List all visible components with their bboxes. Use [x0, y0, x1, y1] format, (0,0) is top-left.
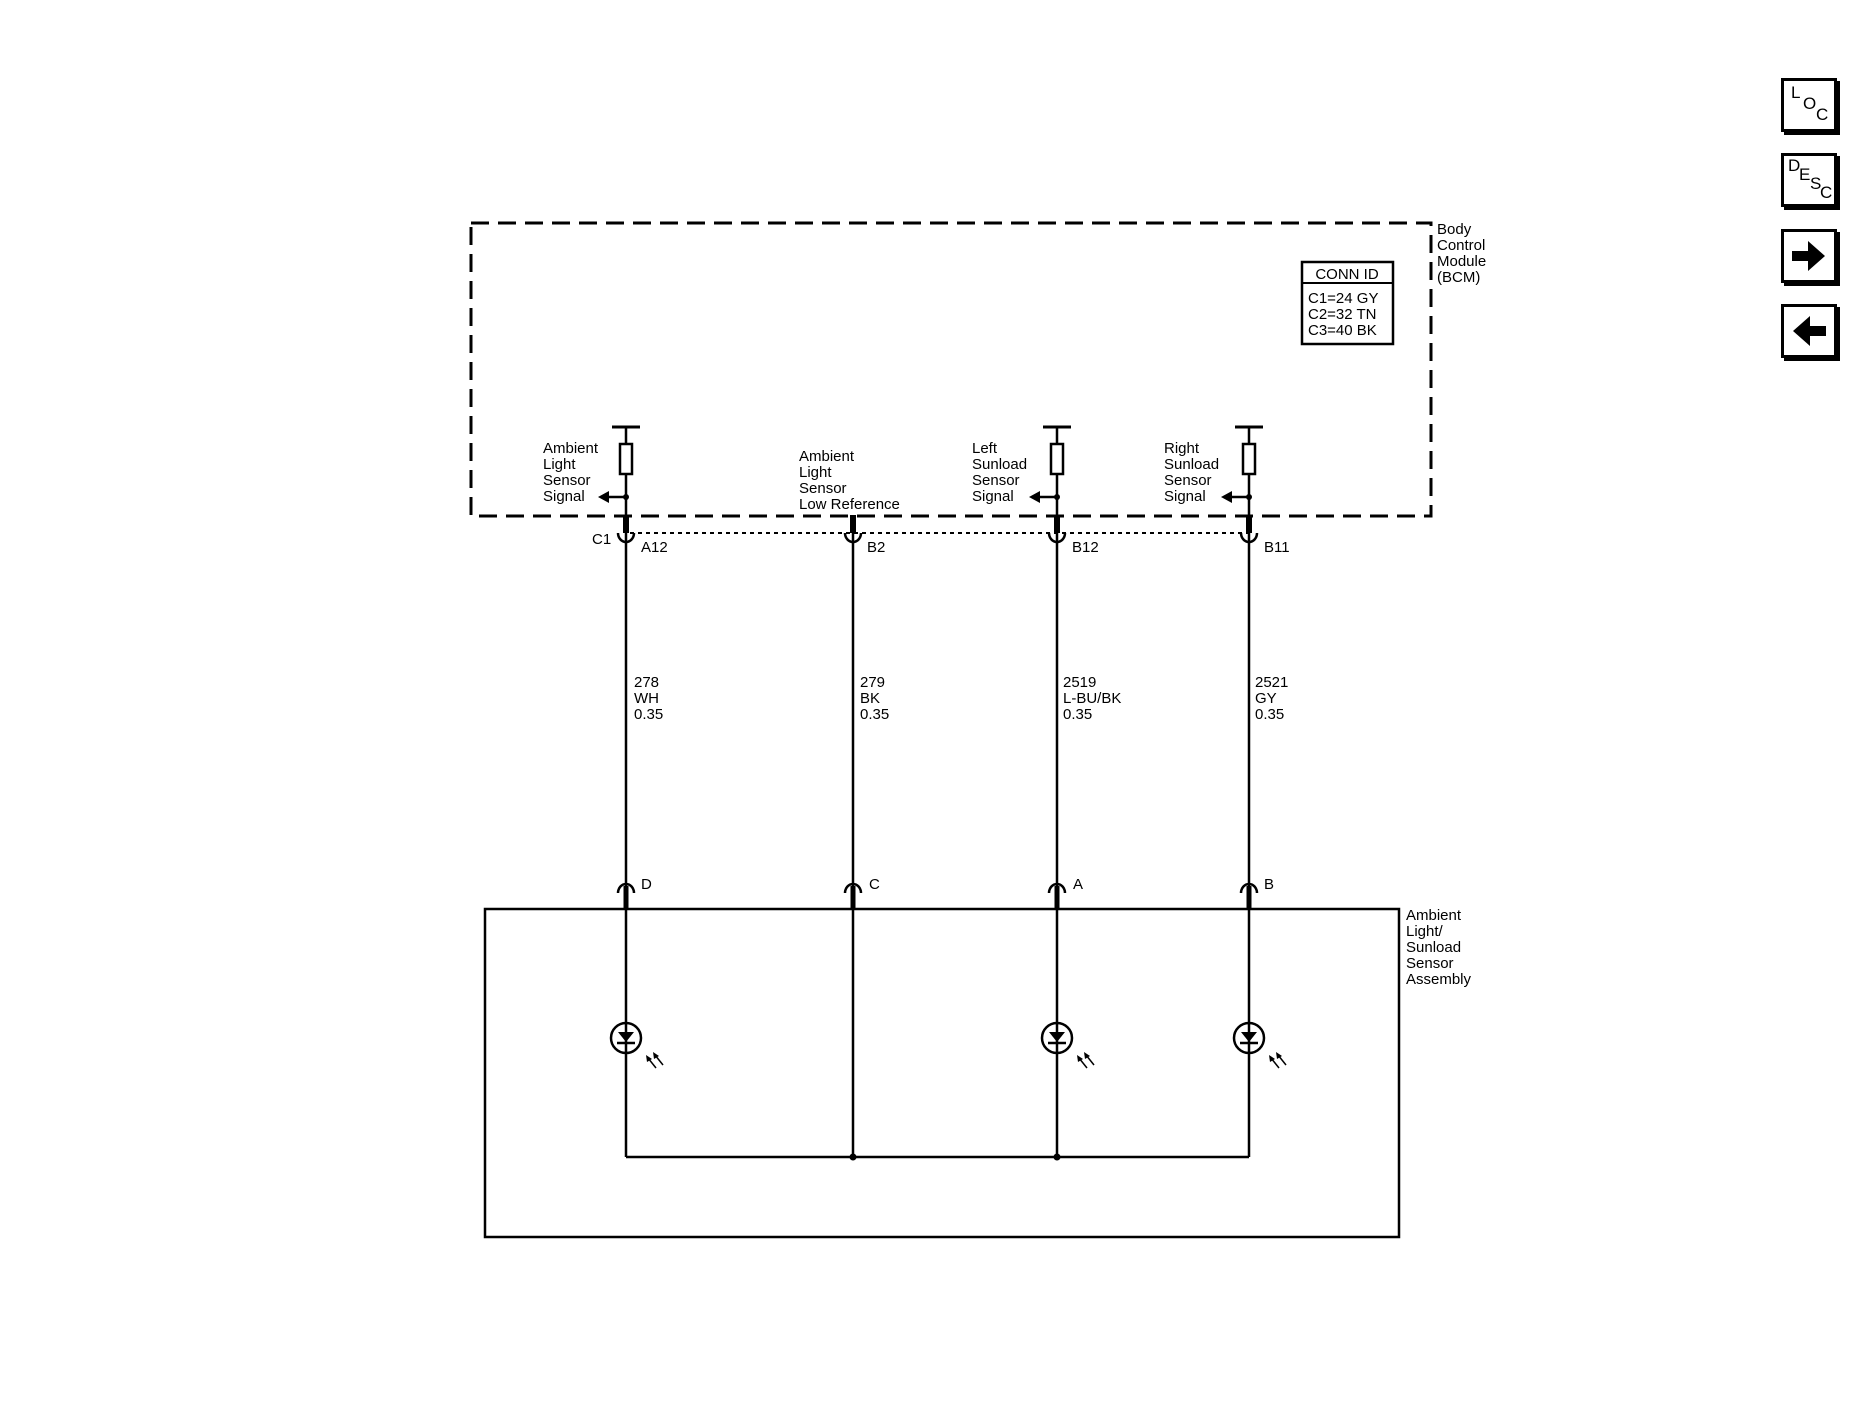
connector-label: C1 — [592, 531, 611, 548]
conn-id-title: CONN ID — [1315, 266, 1379, 283]
arrow-right-icon — [1792, 241, 1825, 271]
bcm-label: Ambient Light Sensor Low Reference — [799, 448, 900, 513]
circuit-4: Right Sunload Sensor Signal B11 2521 GY … — [1164, 440, 1293, 893]
signal-arrow-head — [1029, 491, 1040, 503]
resistor — [1241, 442, 1257, 476]
sensor-assembly-name: Ambient Light/ Sunload Sensor Assembly — [1406, 907, 1472, 988]
loc-button[interactable]: L O C — [1781, 78, 1837, 132]
signal-arrow-head — [598, 491, 609, 503]
photodiode-triangle — [1049, 1032, 1065, 1042]
loc-letter: O — [1803, 94, 1817, 113]
desc-letter: C — [1820, 183, 1833, 202]
light-arrow-head — [653, 1052, 659, 1059]
connector-terminal — [1239, 882, 1259, 894]
light-arrow-head — [1084, 1052, 1090, 1059]
photodiode-triangle — [1241, 1032, 1257, 1042]
circuit-1: Ambient Light Sensor Signal A12 278 WH 0… — [543, 440, 668, 893]
bcm-label: Right Sunload Sensor Signal — [1164, 440, 1223, 505]
forward-button[interactable] — [1781, 229, 1837, 283]
bcm-label: Ambient Light Sensor Signal — [543, 440, 602, 505]
desc-letter: E — [1799, 165, 1811, 184]
connector-terminal — [616, 532, 636, 544]
bcm-pin: B11 — [1264, 539, 1290, 556]
bcm-pin: B12 — [1072, 539, 1099, 556]
bcm-pin: B2 — [867, 539, 885, 556]
wire-label: 278 WH 0.35 — [634, 674, 663, 723]
arrow-left-icon — [1793, 316, 1826, 346]
resistor — [1049, 442, 1065, 476]
connector-terminal — [1239, 532, 1259, 544]
wire-geometry — [598, 425, 1287, 1161]
sensor-assembly-outline — [483, 907, 1401, 1239]
light-arrow-head — [1077, 1055, 1083, 1062]
resistor — [618, 442, 634, 476]
desc-letter: S — [1810, 174, 1822, 193]
connector-terminal — [843, 882, 863, 894]
wire-label: 279 BK 0.35 — [860, 674, 889, 723]
connector-terminal — [1047, 532, 1067, 544]
conn-id-box: CONN ID C1=24 GY C2=32 TN C3=40 BK — [1300, 260, 1395, 346]
sensor-pin: C — [869, 876, 880, 893]
back-button[interactable] — [1781, 304, 1837, 358]
circuit-2: Ambient Light Sensor Low Reference B2 27… — [799, 448, 900, 893]
photodiode-triangle — [618, 1032, 634, 1042]
sensor-pin: B — [1264, 876, 1274, 893]
desc-button[interactable]: D E S C — [1781, 153, 1837, 207]
sensor-pin: A — [1073, 876, 1083, 893]
signal-arrow-head — [1221, 491, 1232, 503]
light-arrow-head — [646, 1055, 652, 1062]
wire-label: 2519 L-BU/BK 0.35 — [1063, 674, 1126, 723]
connector-terminal — [616, 882, 636, 894]
conn-id-list: C1=24 GY C2=32 TN C3=40 BK — [1308, 290, 1382, 339]
loc-letter: L — [1791, 83, 1801, 102]
desc-letter: D — [1788, 156, 1801, 175]
circuit-3: Left Sunload Sensor Signal B12 2519 L-BU… — [972, 440, 1126, 893]
sensor-pin: D — [641, 876, 652, 893]
loc-letter: C — [1816, 105, 1829, 124]
connector-terminal — [843, 532, 863, 544]
light-arrow-head — [1269, 1055, 1275, 1062]
connector-terminal — [1047, 882, 1067, 894]
bcm-name: Body Control Module (BCM) — [1437, 221, 1490, 286]
bcm-outline — [469, 221, 1433, 518]
wire-label: 2521 GY 0.35 — [1255, 674, 1293, 723]
bcm-label: Left Sunload Sensor Signal — [972, 440, 1031, 505]
light-arrow-head — [1276, 1052, 1282, 1059]
bcm-pin: A12 — [641, 539, 668, 556]
